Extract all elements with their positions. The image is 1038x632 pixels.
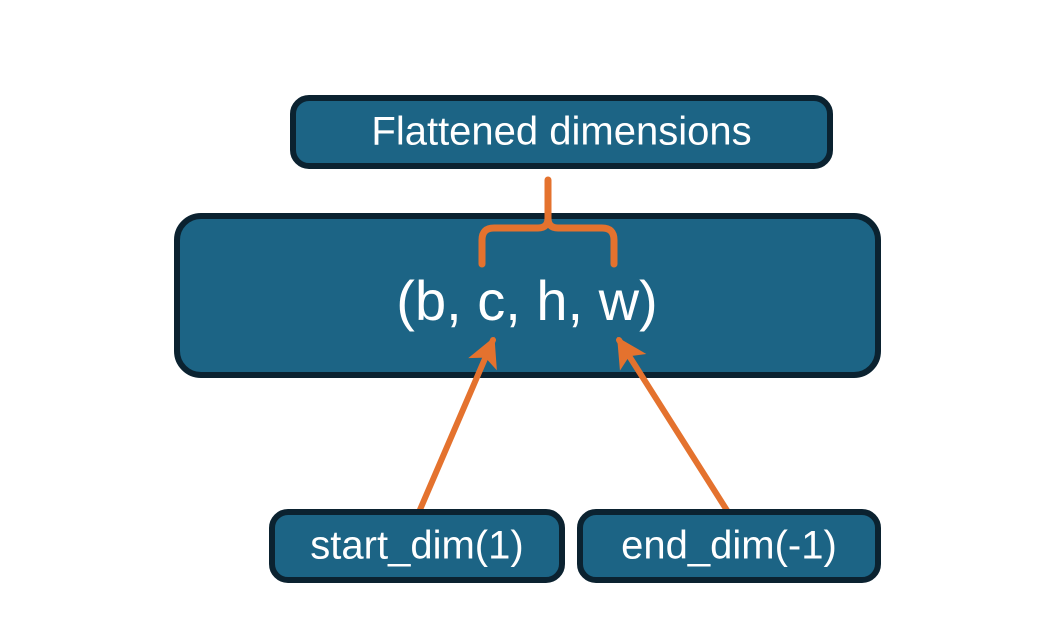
node-shape-tuple[interactable]: (b, c, h, w) [174, 213, 881, 378]
connector-brace-flattened [478, 176, 618, 268]
node-shape-tuple-label: (b, c, h, w) [396, 269, 657, 332]
curly-brace-icon [478, 176, 618, 268]
node-flattened-dimensions-shape [290, 95, 833, 169]
node-flattened-dimensions[interactable]: Flattened dimensions [290, 95, 833, 169]
node-start-dim-label: start_dim(1) [310, 524, 523, 568]
node-flattened-dimensions-label: Flattened dimensions [371, 110, 751, 154]
arrow-end-dim-icon [616, 336, 731, 515]
connector-arrow-start-dim [416, 336, 497, 515]
node-start-dim-shape [269, 509, 565, 583]
connector-arrow-end-dim [616, 336, 731, 515]
node-shape-tuple-shape [174, 213, 881, 378]
node-end-dim[interactable]: end_dim(-1) [577, 509, 881, 583]
arrow-start-dim-icon [416, 336, 497, 515]
node-end-dim-shape [577, 509, 881, 583]
node-end-dim-label: end_dim(-1) [621, 524, 837, 568]
node-start-dim[interactable]: start_dim(1) [269, 509, 565, 583]
